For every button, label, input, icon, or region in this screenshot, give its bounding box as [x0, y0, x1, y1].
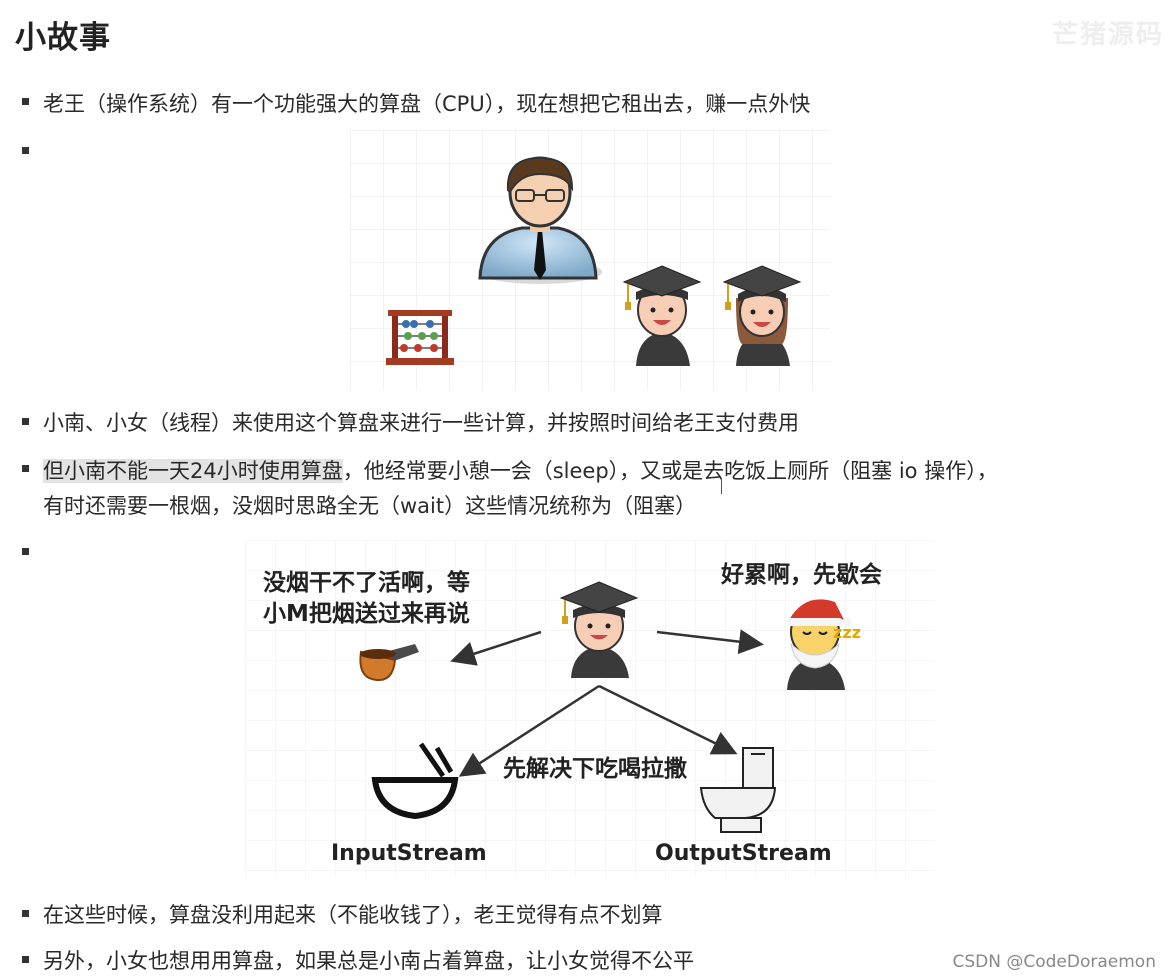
eat-text: 先解决下吃喝拉撒	[503, 755, 688, 782]
list-item-text: ，他经常要小憩一会（sleep），又或是去吃饭上厕所（阻塞 io 操作），	[342, 459, 998, 483]
page-title: 小故事	[15, 20, 111, 56]
output-stream-label: OutputStream	[655, 841, 832, 866]
list-bullet	[22, 98, 29, 105]
list-item: 但小南不能一天24小时使用算盘，他经常要小憩一会（sleep），又或是去吃饭上厕…	[43, 455, 998, 485]
student-boy-icon	[622, 265, 702, 366]
input-stream-label: InputStream	[331, 841, 487, 866]
list-item: 在这些时候，算盘没利用起来（不能收钱了），老王觉得有点不划算	[43, 903, 663, 927]
list-bullet	[22, 418, 29, 425]
sleeping-person-icon: zzz	[787, 599, 861, 690]
watermark: 芒猪源码	[1051, 20, 1164, 50]
figure-os-and-threads	[350, 130, 830, 390]
bowl-icon	[371, 742, 459, 820]
list-bullet	[22, 548, 29, 555]
list-bullet	[22, 956, 29, 963]
toilet-icon	[699, 747, 777, 833]
list-item: 老王（操作系统）有一个功能强大的算盘（CPU），现在想把它租出去，赚一点外快	[43, 92, 811, 116]
tired-text: 好累啊，先歇会	[720, 561, 882, 588]
figure-blocking: 没烟干不了活啊，等 小M把烟送过来再说 好累啊，先歇会 先解决下吃喝拉撒 Inp…	[245, 540, 935, 878]
abacus-icon	[386, 310, 454, 365]
list-item: 小南、小女（线程）来使用这个算盘来进行一些计算，并按照时间给老王支付费用	[43, 411, 799, 435]
list-bullet	[22, 147, 29, 154]
pipe-icon	[359, 644, 419, 682]
text-cursor	[721, 478, 722, 494]
list-item-continued: 有时还需要一根烟，没烟时思路全无（wait）这些情况统称为（阻塞）	[43, 494, 697, 518]
list-bullet	[22, 465, 29, 472]
footer-watermark: CSDN @CodeDoraemon	[952, 952, 1157, 972]
highlighted-text: 但小南不能一天24小时使用算盘	[43, 459, 343, 483]
manager-icon	[478, 156, 602, 284]
student-girl-icon	[722, 265, 802, 366]
zzz-text: zzz	[833, 623, 861, 642]
list-bullet	[22, 910, 29, 917]
smoke-text-2: 小M把烟送过来再说	[263, 600, 470, 627]
list-item: 另外，小女也想用用算盘，如果总是小南占着算盘，让小女觉得不公平	[43, 949, 694, 973]
student-boy-icon	[559, 581, 639, 678]
smoke-text-1: 没烟干不了活啊，等	[263, 569, 470, 596]
